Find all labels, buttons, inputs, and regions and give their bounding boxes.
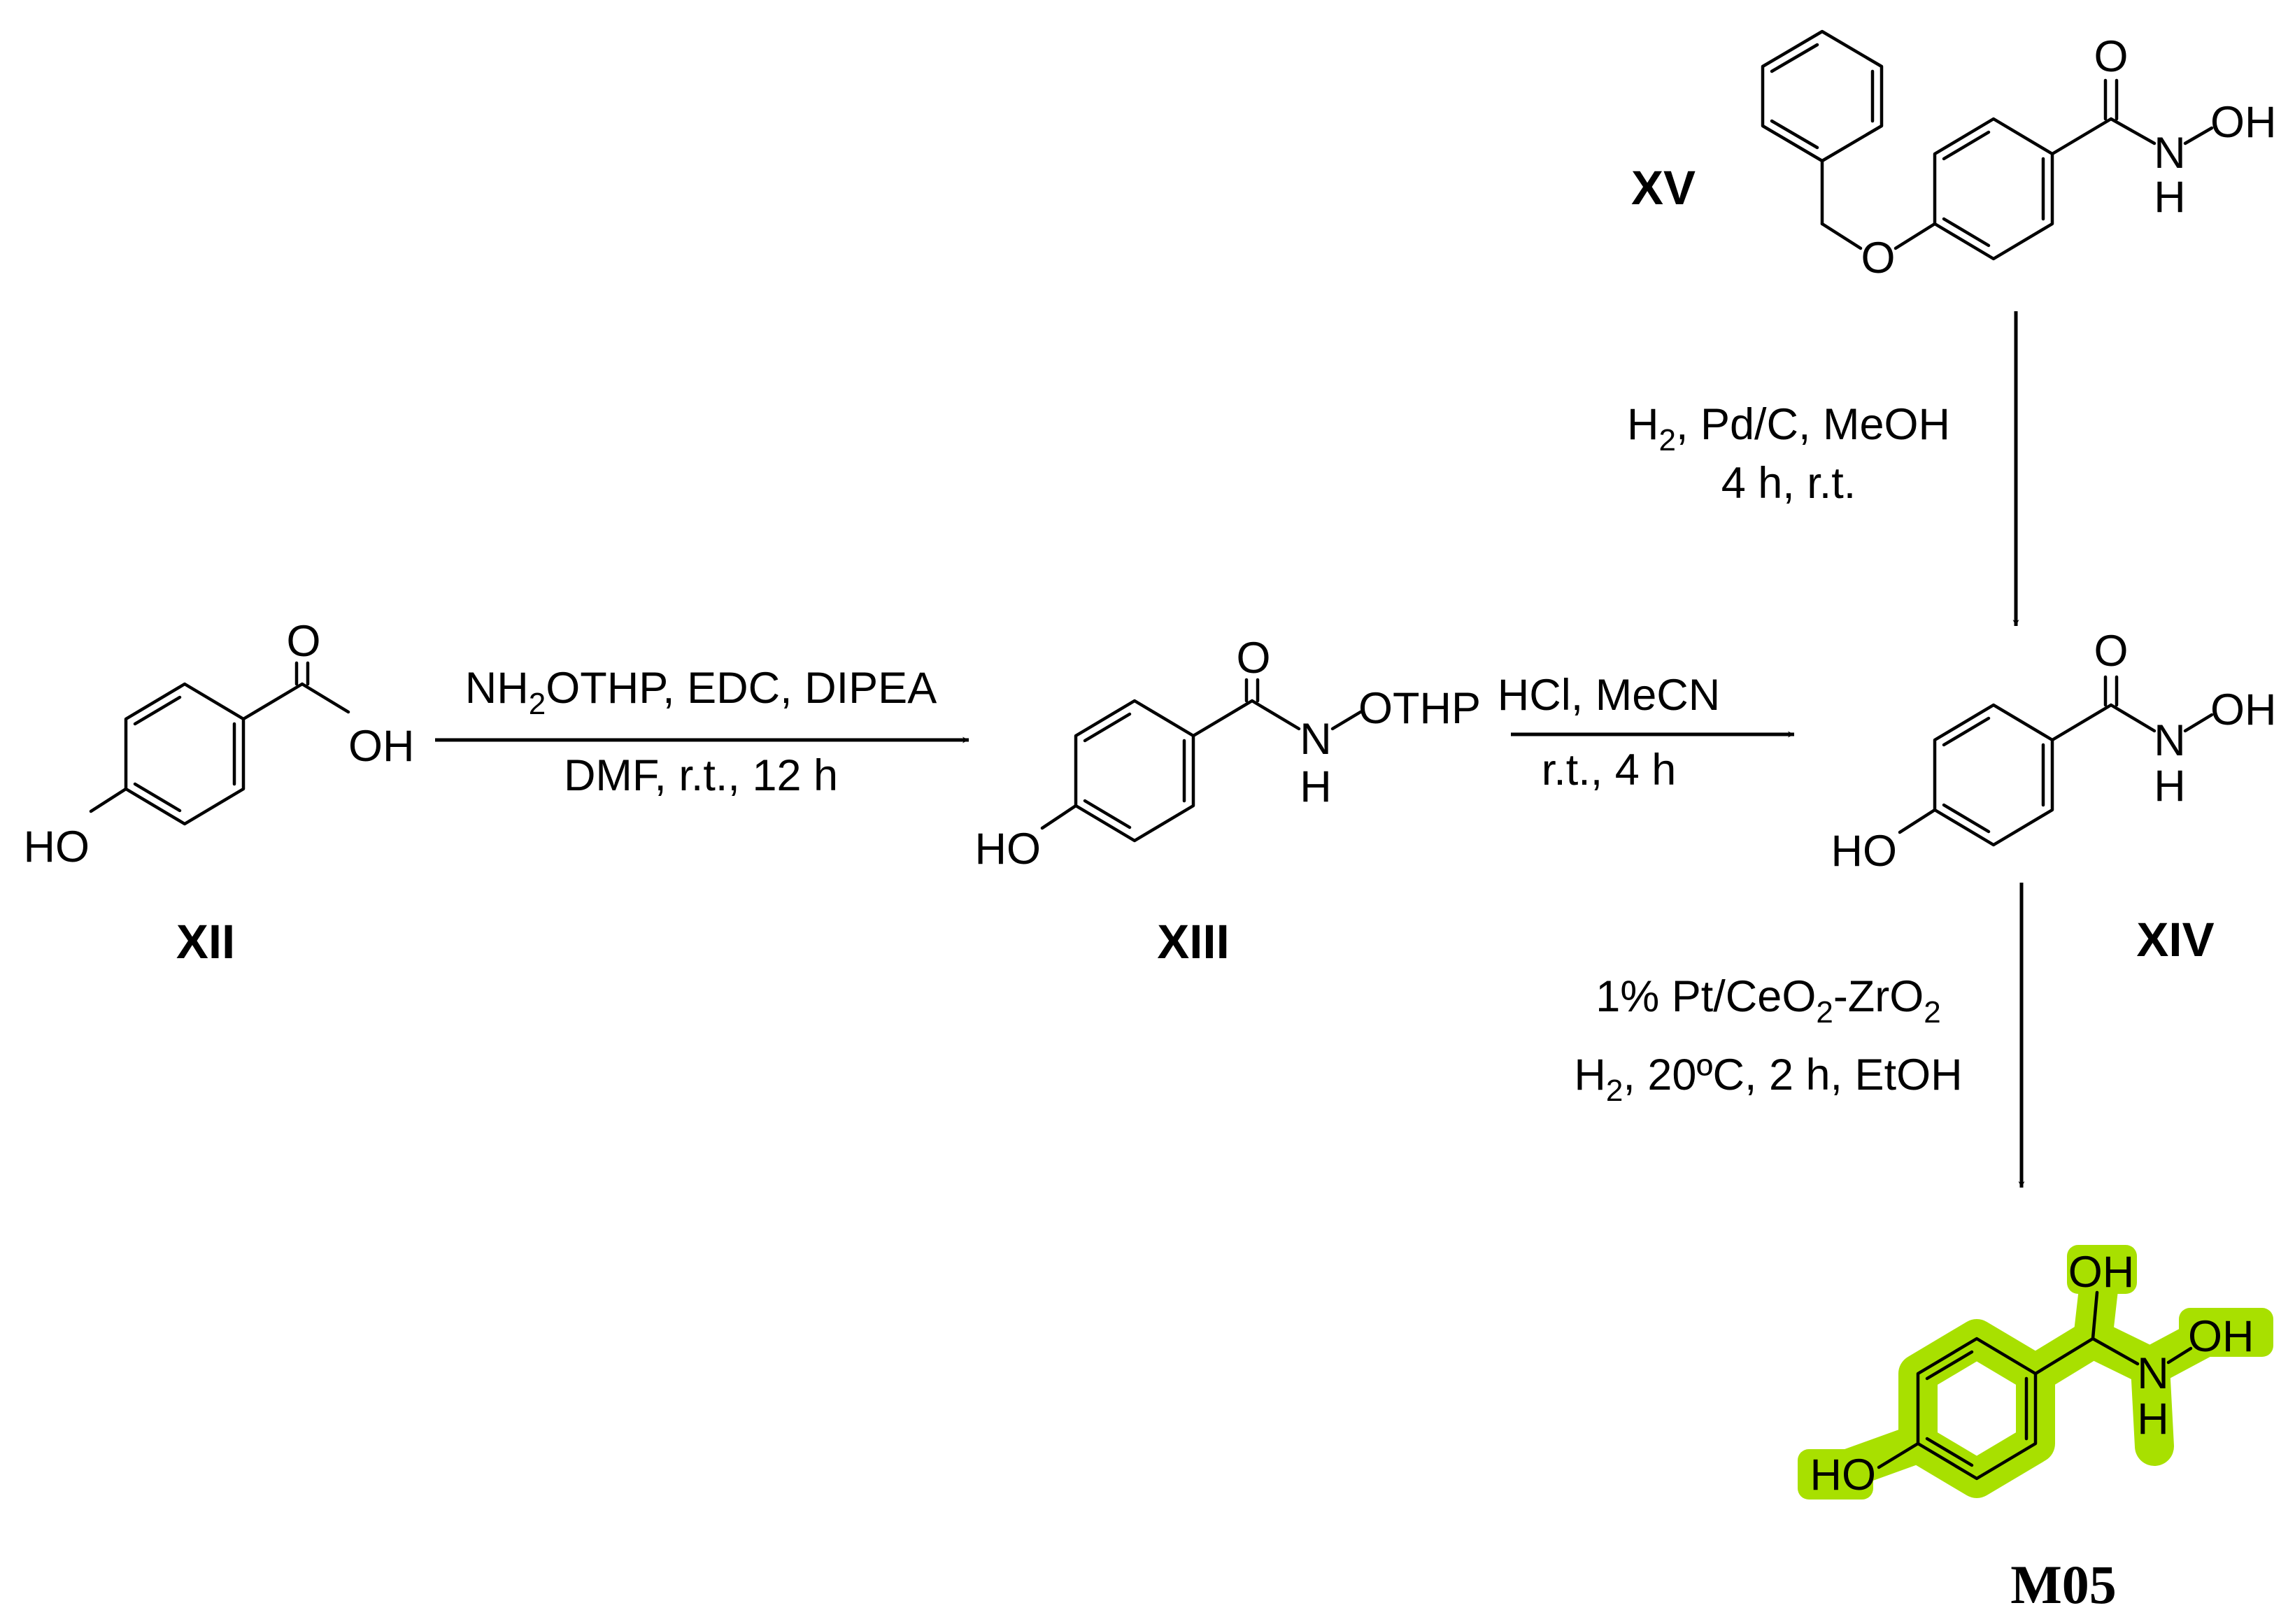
xv-carbonyl-o: O: [2094, 32, 2128, 81]
xii-phenol-ho: HO: [24, 822, 90, 871]
xiii-label: XIII: [1157, 915, 1230, 969]
m05-nh: H: [2137, 1395, 2169, 1444]
reaction-3-conditions: 4 h, r.t.: [1721, 459, 1856, 508]
xiii-bonds: [1040, 678, 1363, 843]
xv-n: N: [2154, 129, 2186, 178]
m05-n-oh: OH: [2188, 1312, 2254, 1361]
reaction-1-conditions: DMF, r.t., 12 h: [564, 751, 838, 800]
compound-xii: O OH HO XII: [24, 617, 415, 969]
xv-nh: H: [2154, 173, 2186, 222]
xiv-phenol-ho: HO: [1831, 827, 1898, 876]
m05-highlight-oh-top: [2067, 1245, 2137, 1294]
compound-xv: O N H OH O XV: [1631, 29, 2277, 283]
reaction-4-catalyst: 1% Pt/CeO2-ZrO2: [1596, 972, 1941, 1030]
xv-oh: OH: [2210, 98, 2277, 147]
xii-acid-oh: OH: [348, 722, 415, 771]
m05-phenol-ho: HO: [1810, 1451, 1877, 1500]
m05-c-oh: OH: [2068, 1248, 2135, 1297]
xv-ether-o: O: [1861, 234, 1895, 283]
xii-carbonyl-o: O: [286, 617, 320, 666]
xiii-n: N: [1300, 715, 1332, 764]
xiii-nh: H: [1300, 762, 1332, 811]
reaction-3-reagents: H2, Pd/C, MeOH: [1627, 400, 1950, 457]
m05-n: N: [2137, 1349, 2169, 1398]
xiv-label: XIV: [2136, 913, 2214, 967]
reaction-1: NH2OTHP, EDC, DIPEA DMF, r.t., 12 h: [435, 664, 969, 800]
reaction-4-conditions: H2, 20ºC, 2 h, EtOH: [1574, 1050, 1962, 1108]
xiv-n: N: [2154, 716, 2186, 765]
compound-m05: OH N H OH HO M05: [1798, 1245, 2273, 1615]
reaction-2: HCl, MeCN r.t., 4 h: [1498, 671, 1794, 795]
xiv-nh: H: [2154, 762, 2186, 811]
reaction-1-reagents: NH2OTHP, EDC, DIPEA: [465, 664, 937, 721]
reaction-2-conditions: r.t., 4 h: [1542, 746, 1677, 795]
xiv-bonds: [1898, 675, 2214, 847]
xiv-oh: OH: [2210, 685, 2277, 734]
xii-label: XII: [176, 915, 235, 969]
xiii-phenol-ho: HO: [975, 825, 1042, 874]
xv-bonds: [1761, 29, 2214, 261]
xiii-carbonyl-o: O: [1236, 634, 1270, 683]
m05-highlight-oh-right: [2179, 1308, 2273, 1357]
compound-xiv: O N H OH HO XIV: [1831, 627, 2277, 967]
compound-xiii: O N H OTHP HO XIII: [975, 634, 1482, 969]
reaction-2-reagents: HCl, MeCN: [1498, 671, 1721, 720]
reaction-4: 1% Pt/CeO2-ZrO2 H2, 20ºC, 2 h, EtOH: [1574, 883, 2025, 1188]
m05-label: M05: [2010, 1554, 2117, 1615]
xiii-othp: OTHP: [1358, 684, 1481, 733]
xii-bonds: [89, 661, 350, 826]
xiv-carbonyl-o: O: [2094, 627, 2128, 676]
m05-bonds: [1877, 1290, 2193, 1481]
xv-label: XV: [1631, 161, 1696, 215]
reaction-3: H2, Pd/C, MeOH 4 h, r.t.: [1627, 311, 2019, 626]
m05-highlight-ho: [1798, 1449, 1873, 1500]
